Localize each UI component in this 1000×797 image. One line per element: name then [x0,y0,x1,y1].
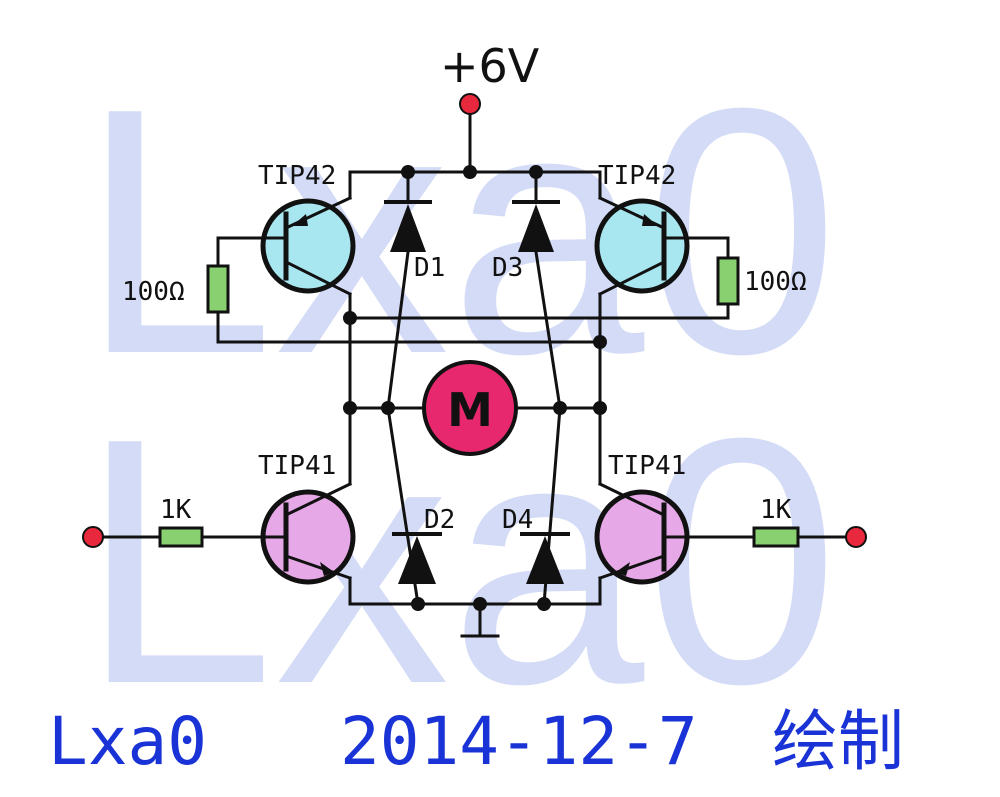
transistor-q2-emitter [284,554,352,580]
resistor-r-base-left-label: 100Ω [122,277,185,307]
diode-d3-label: D3 [492,253,523,283]
resistor-r-base-right-body [716,256,740,306]
diode-d4-label: D4 [502,505,533,535]
transistor-q2-label: TIP41 [258,451,336,481]
left-input-terminal [82,526,104,548]
junction-dots [343,165,607,611]
motor-label: M [447,383,493,437]
transistor-q4: TIP41 [594,451,690,585]
junction-dot [537,597,551,611]
transistor-q1-label: TIP42 [258,161,336,191]
transistor-q3-arrow [642,214,658,226]
junction-dot [593,335,607,349]
transistor-q1-collector [283,259,353,297]
junction-dot [463,165,477,179]
transistor-q3: TIP42 [594,161,690,297]
transistor-q1: TIP42 [258,161,356,297]
junction-dot [411,597,425,611]
junction-dot [343,401,357,415]
footer-date: 2014-12-7 [340,703,698,780]
supply-label: +6V [440,39,540,93]
junction-dot [401,165,415,179]
diode-d3-body [518,204,554,252]
transistor-q2-arrow [320,562,334,576]
motor-body [422,360,518,456]
diode-d3: D3 [492,200,560,283]
motor: M [422,360,518,456]
diode-d1: D1 [384,200,445,283]
resistor-r-base-right-label: 100Ω [744,267,807,297]
diode-d1-label: D1 [414,253,445,283]
resistor-r-in-right: 1K [752,495,800,548]
junction-dot [553,401,567,415]
diode-d2-label: D2 [424,505,455,535]
transistor-q4-emitter [598,554,666,580]
transistor-q1-body [260,198,356,294]
transistor-q1-arrow [292,214,308,226]
transistor-q4-collector [597,481,667,518]
footer-suffix: 绘制 [772,703,904,780]
resistor-r-base-right: 100Ω [716,256,807,306]
resistor-r-in-left-label: 1K [160,495,192,525]
transistor-q2-collector [283,481,353,518]
resistor-r-in-right-label: 1K [760,495,792,525]
transistor-q4-arrow [616,562,630,576]
diode-d2: D2 [392,505,455,584]
transistor-q3-collector [597,259,667,297]
diode-d2-body [398,536,436,584]
footer: Lxa0 2014-12-7 绘制 [48,703,904,780]
diode-d4-body [526,536,564,584]
resistor-r-base-left-body [206,264,230,314]
transistor-q3-body [594,198,690,294]
junction-dot [343,311,357,325]
resistor-r-in-left-body [158,526,204,548]
supply-terminal [459,93,481,115]
diode-d4: D4 [502,505,570,584]
junction-dot [529,165,543,179]
right-input-terminal [845,526,867,548]
resistor-r-base-left: 100Ω [122,264,230,314]
transistor-q2: TIP41 [258,451,356,585]
junction-dot [381,401,395,415]
junction-dot [593,401,607,415]
resistor-r-in-right-body [752,526,800,548]
diode-d1-body [390,204,426,252]
transistor-q4-label: TIP41 [608,451,686,481]
footer-author: Lxa0 [48,703,207,780]
junction-dot [473,597,487,611]
resistor-r-in-left: 1K [158,495,204,548]
transistor-q3-label: TIP42 [598,161,676,191]
